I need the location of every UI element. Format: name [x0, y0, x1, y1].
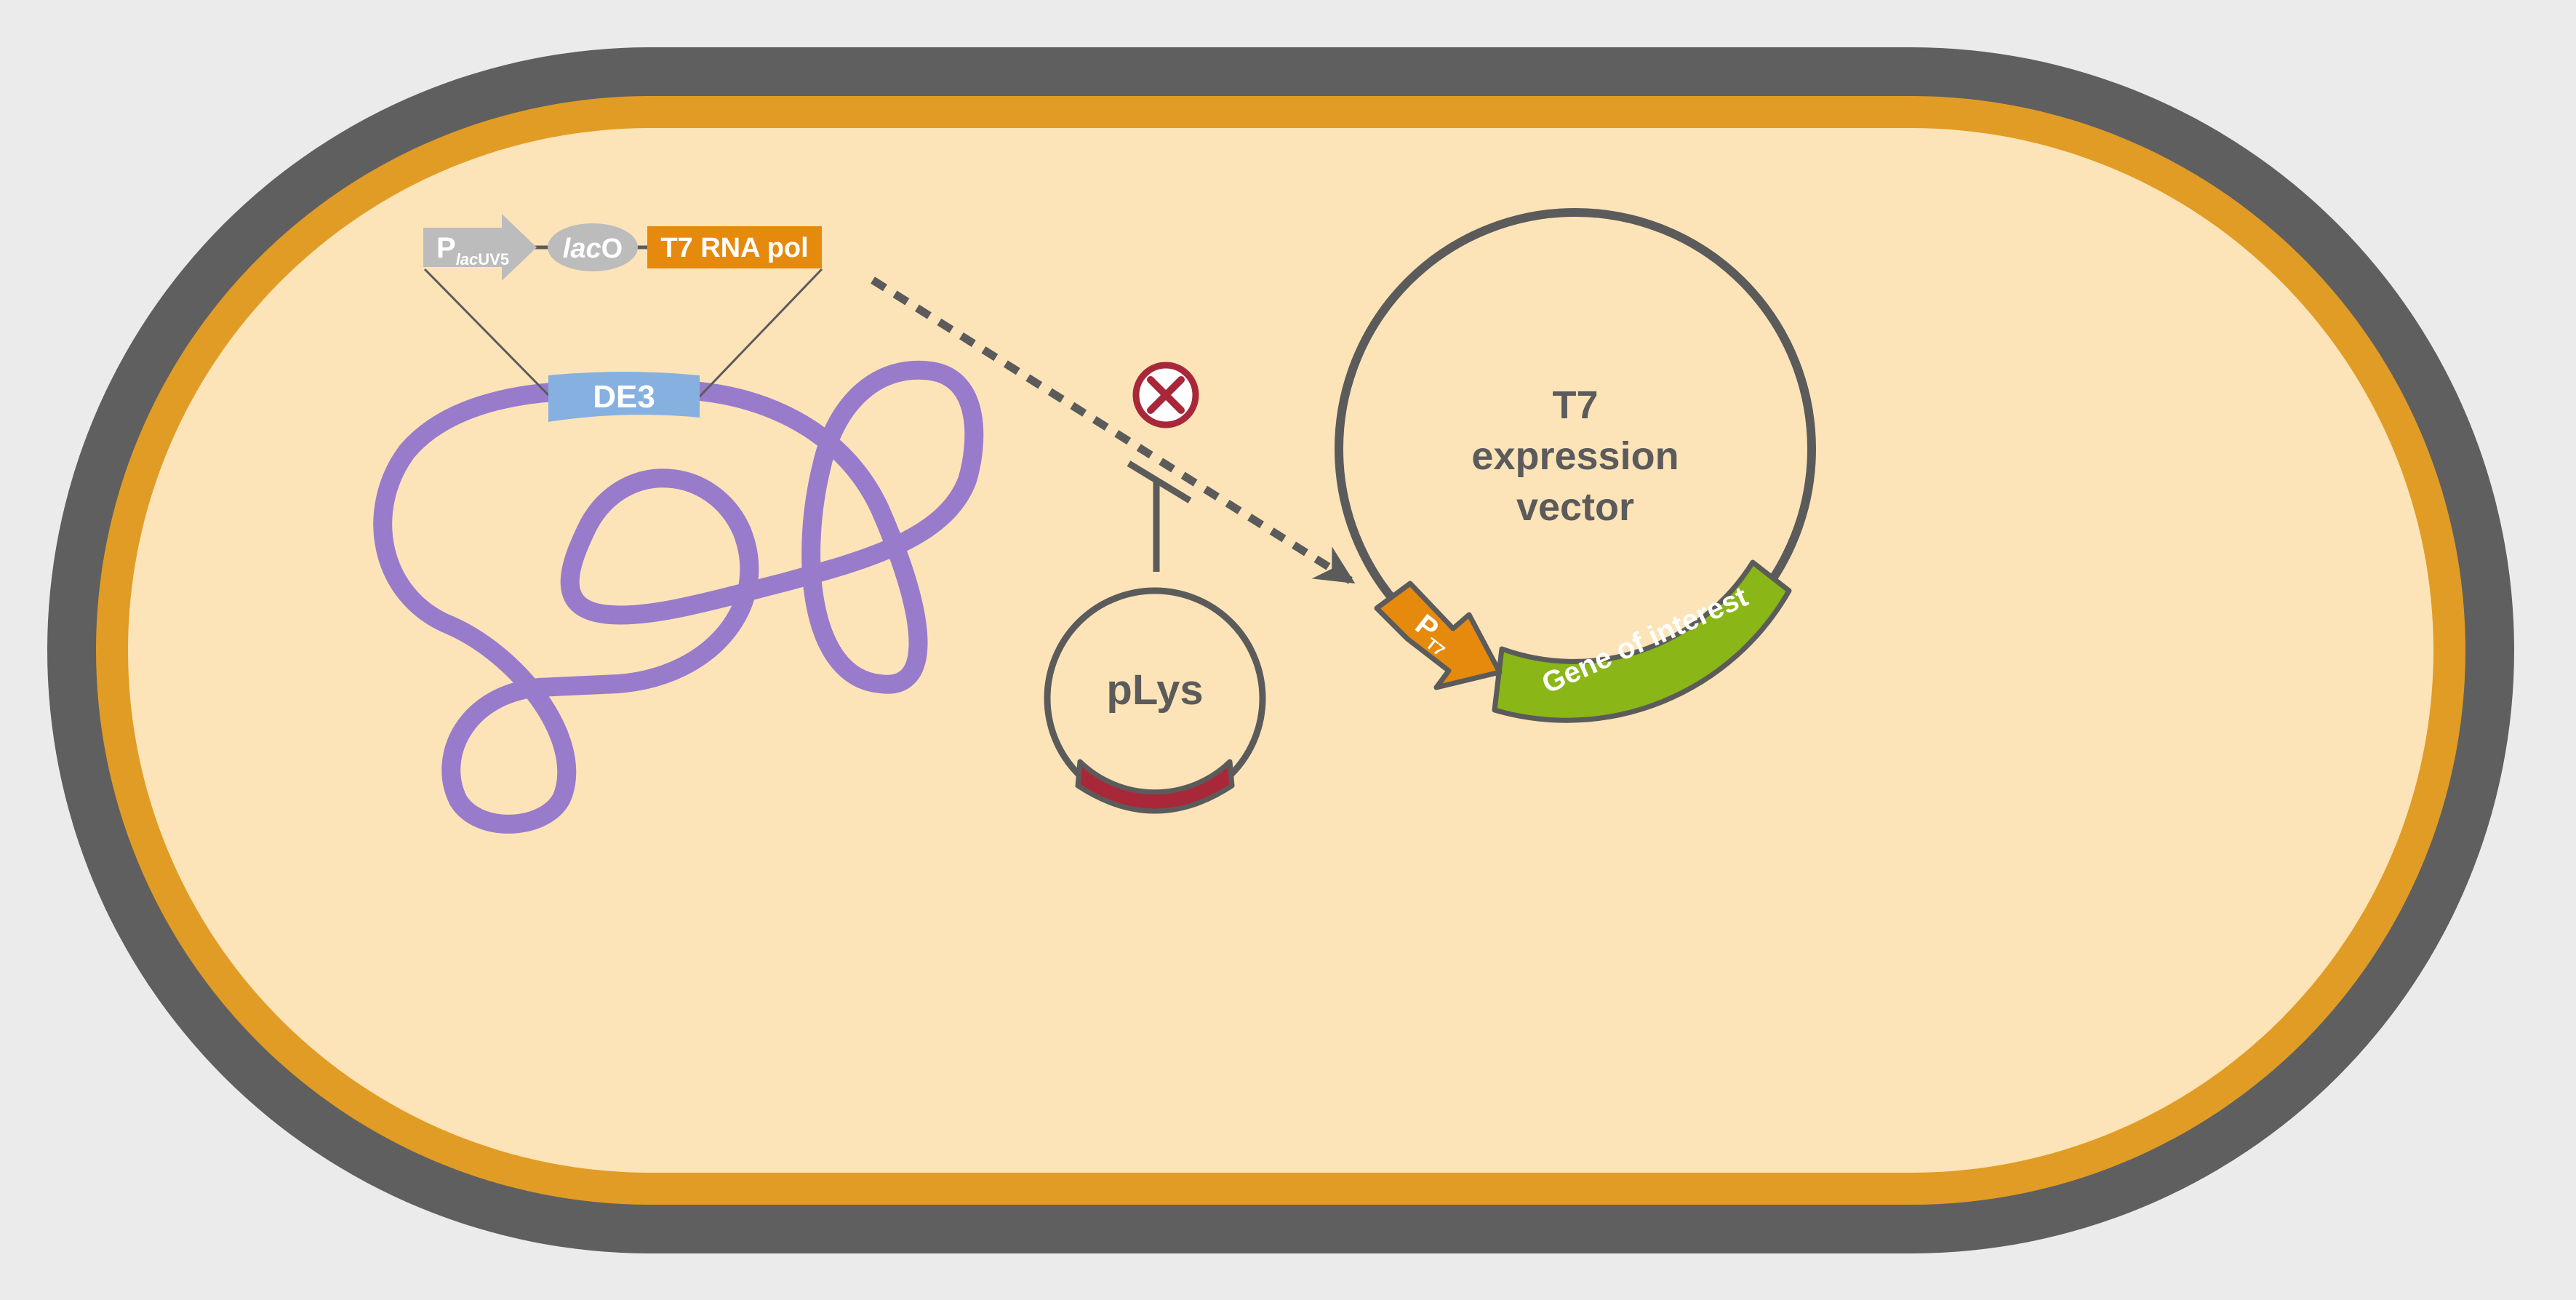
- lac-operator-label: lacO: [563, 234, 623, 264]
- plys-label: pLys: [1106, 666, 1203, 714]
- vector-title-line1: T7: [1552, 383, 1598, 427]
- t7-rna-pol-label: T7 RNA pol: [660, 233, 808, 263]
- x-circle-icon: [1136, 365, 1196, 425]
- vector-title-line2: expression: [1471, 434, 1679, 478]
- de3-label: DE3: [593, 379, 655, 415]
- vector-title-line3: vector: [1516, 485, 1634, 529]
- cytoplasm: [128, 128, 2433, 1173]
